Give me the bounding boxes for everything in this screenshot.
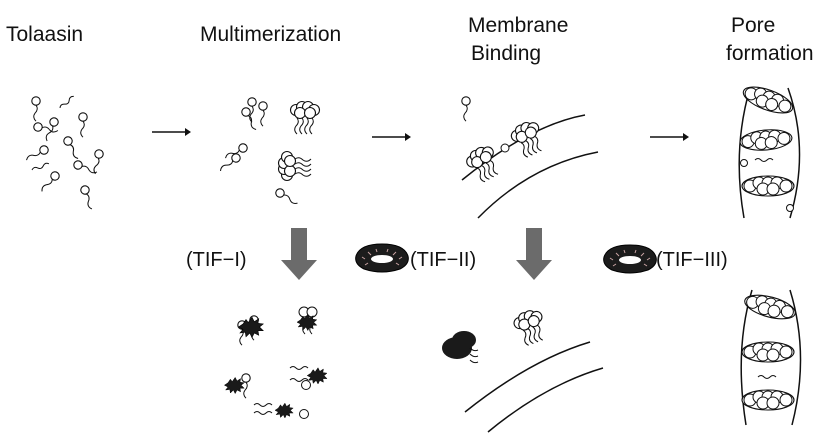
- inhibitor-label-tif1: (TIF−I): [186, 249, 247, 271]
- arrow-right-3: [650, 133, 689, 141]
- inhibitor-label-tif2: (TIF−II): [410, 249, 477, 271]
- stage-label-membrane: Membrane: [468, 14, 569, 37]
- inhibitor-label-tif3: (TIF−III): [656, 249, 728, 271]
- inhibited-binding: [442, 306, 604, 433]
- inhibited-multimers: [224, 306, 328, 419]
- stage-label-tolaasin: Tolaasin: [6, 23, 84, 46]
- multimer-clusters: [217, 97, 321, 208]
- tif3-inhibitor-icon: [603, 244, 657, 274]
- membrane-binding: [461, 96, 599, 219]
- stage-label-pore: Pore: [731, 14, 776, 37]
- stage-label-formation: formation: [726, 42, 814, 65]
- arrow-right-2: [372, 133, 411, 141]
- tolaasin-monomers: [23, 94, 105, 211]
- pore-formation: [738, 81, 801, 219]
- down-arrow-1: [281, 228, 317, 280]
- stage-label-multimerization: Multimerization: [200, 23, 342, 46]
- down-arrow-2: [516, 228, 552, 280]
- arrow-right-1: [152, 128, 191, 136]
- stage-label-binding: Binding: [471, 42, 542, 65]
- pore-formation-bottom: [740, 289, 802, 426]
- tif2-inhibitor-icon: [355, 243, 409, 273]
